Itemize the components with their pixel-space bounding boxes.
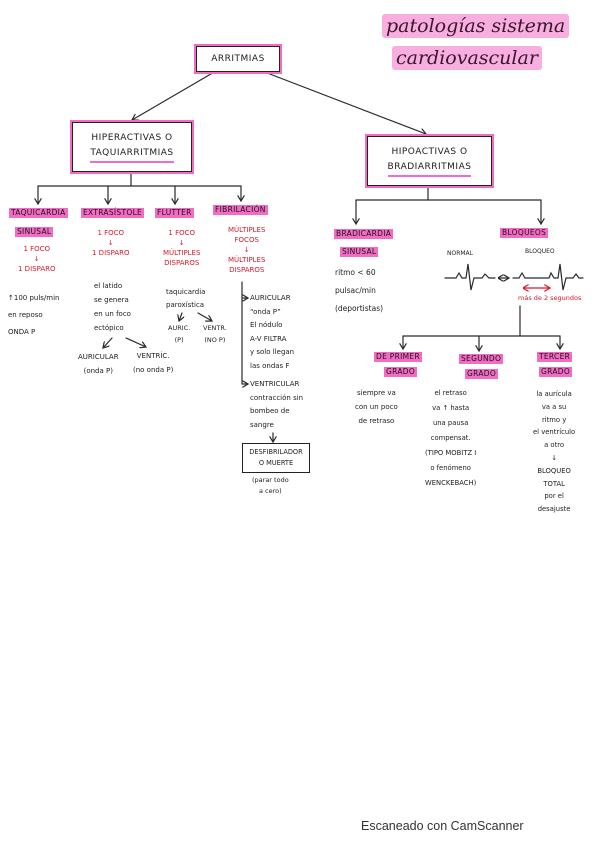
fibrilacion-outcome-note: (parar todo a cero)	[252, 476, 289, 495]
tercer-grado-notes: la aurícula va a su ritmo y el ventrícul…	[533, 390, 576, 514]
flutter-notes: taquicardia paroxística	[166, 288, 206, 309]
taquicardia-heading: TAQUICARDIA	[9, 208, 68, 218]
connector-extrasistole-auricular	[103, 337, 113, 348]
connector-root-to-bradiarritmias	[261, 70, 426, 134]
fibrilacion-outcome-box: DESFIBRILADOR O MUERTE	[242, 443, 310, 473]
fibrilacion-auricular: AURICULAR “onda P” El nódulo A-V FILTRA …	[250, 294, 295, 370]
bradiarritmias-heading-line2: BRADIARRITMIAS	[387, 160, 472, 177]
extrasistole-auricular: AURICULAR (onda P)	[78, 353, 119, 375]
bradiarritmias-heading-line1: HIPOACTIVAS O	[391, 147, 468, 157]
connector-flutter-ventricular	[197, 312, 212, 321]
fibrilacion-ventricular: VENTRICULAR contracción sin bombeo de sa…	[250, 380, 304, 429]
extrasistole-heading: EXTRASÍSTOLE	[81, 208, 145, 218]
flutter-mechanism: 1 FOCO ↓ MÚLTIPLES DISPAROS	[163, 229, 201, 267]
segundo-grado-notes: el retraso va ↑ hasta una pausa compensa…	[425, 389, 477, 487]
connector-extrasistole-ventricular	[125, 337, 146, 347]
bradicardia-notes: ritmo < 60 pulsac/min (deportistas)	[335, 268, 384, 313]
fibrilacion-mechanism: MÚLTIPLES FOCOS ↓ MÚLTIPLES DISPAROS	[228, 226, 266, 274]
ecg-normal-label: NORMAL	[447, 250, 474, 257]
extrasistole-notes: el latido se genera en un foco ectópico	[94, 282, 131, 332]
bradicardia-heading-line2: SINUSAL	[340, 247, 379, 257]
root-label: ARRITMIAS	[211, 53, 265, 64]
ecg-block-trace	[512, 263, 584, 291]
flutter-heading: FLUTTER	[155, 208, 194, 218]
root-node: ARRITMIAS	[196, 46, 280, 72]
flutter-auricular: AURIC. (P)	[168, 324, 191, 344]
taquicardia-heading-line2: SINUSAL	[15, 227, 54, 237]
segundo-grado-heading-line2: GRADO	[465, 369, 499, 379]
tercer-grado-heading: TERCER	[537, 352, 573, 362]
ecg-block-label: BLOQUEO	[525, 248, 555, 255]
flutter-ventricular: VENTR. (NO P)	[203, 324, 227, 344]
primer-grado-heading-line2: GRADO	[384, 367, 418, 377]
primer-grado-heading: DE PRIMER	[374, 352, 422, 362]
interval-note: más de 2 segundos	[518, 294, 582, 302]
page-title-line1: patologías sistema	[382, 14, 570, 38]
bradicardia-heading: BRADICARDIA	[334, 229, 394, 239]
primer-grado-notes: siempre va con un poco de retraso	[355, 389, 398, 425]
page-title-line2: cardiovascular	[392, 46, 542, 70]
segundo-grado-heading: SEGUNDO	[459, 354, 504, 364]
bradiarritmias-node: HIPOACTIVAS O BRADIARRITMIAS	[367, 136, 492, 186]
taquiarritmias-heading-line1: HIPERACTIVAS O	[91, 133, 173, 143]
connector-flutter-auricular	[179, 312, 182, 321]
tercer-grado-heading-line2: GRADO	[539, 367, 573, 377]
taquiarritmias-heading-line2: TAQUIARRITMIAS	[90, 146, 174, 163]
taquicardia-mechanism: 1 FOCO ↓ 1 DISPARO	[18, 245, 56, 273]
taquicardia-notes: ↑100 puls/min en reposo ONDA P	[8, 294, 60, 336]
ecg-normal-trace	[444, 263, 496, 291]
extrasistole-ventricular: VENTRÍC. (no onda P)	[133, 352, 174, 374]
connector-root-to-taquiarritmias	[132, 70, 217, 120]
fibrilacion-heading: FIBRILACIÓN	[213, 205, 268, 215]
taquiarritmias-node: HIPERACTIVAS O TAQUIARRITMIAS	[72, 122, 192, 172]
bloqueos-heading: BLOQUEOS	[500, 228, 549, 238]
scanner-footer: Escaneado con CamScanner	[361, 819, 524, 833]
extrasistole-mechanism: 1 FOCO ↓ 1 DISPARO	[92, 229, 130, 257]
